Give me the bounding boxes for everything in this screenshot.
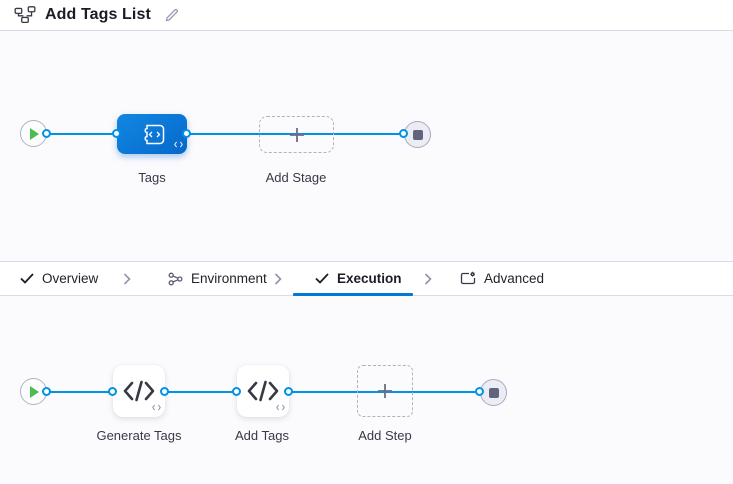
tab-execution[interactable]: Execution (315, 262, 402, 295)
connector-dot (160, 387, 169, 396)
chevron-right-icon (424, 262, 432, 295)
code-icon (123, 380, 155, 402)
add-step-label: Add Step (358, 428, 412, 443)
script-code-badge-icon (276, 399, 285, 415)
stage-connector-line (47, 133, 404, 135)
connector-dot (42, 387, 51, 396)
advanced-icon (460, 271, 476, 285)
execution-end-node (480, 379, 507, 406)
check-icon (20, 273, 34, 284)
chevron-right-icon (274, 262, 282, 295)
connector-dot (112, 129, 121, 138)
connector-dot (108, 387, 117, 396)
script-code-badge-icon (174, 136, 183, 152)
tab-environment[interactable]: Environment (168, 262, 267, 295)
environment-icon (168, 272, 183, 285)
connector-dot (42, 129, 51, 138)
play-icon (29, 385, 39, 398)
pipeline-icon (14, 6, 36, 24)
play-icon (29, 127, 39, 140)
stop-icon (488, 387, 499, 398)
stage-config-tabbar: Overview Environment Execution Advanced (0, 261, 733, 296)
check-icon (315, 273, 329, 284)
stage-canvas[interactable]: Tags Add Stage (0, 31, 733, 261)
connector-dot (182, 129, 191, 138)
code-icon (247, 380, 279, 402)
plus-icon (289, 127, 304, 142)
stop-icon (412, 129, 423, 140)
edit-pencil-icon[interactable] (164, 7, 180, 23)
active-tab-underline (293, 293, 413, 296)
custom-stage-ticket-icon (143, 124, 164, 144)
connector-dot (284, 387, 293, 396)
step-label: Generate Tags (96, 428, 182, 443)
add-step-button[interactable] (357, 365, 413, 417)
page-title: Add Tags List (45, 6, 151, 23)
stage-node-tags[interactable] (117, 114, 187, 154)
script-code-badge-icon (152, 399, 161, 415)
connector-dot (475, 387, 484, 396)
chevron-right-icon (123, 262, 131, 295)
add-stage-label: Add Stage (265, 170, 327, 185)
connector-dot (232, 387, 241, 396)
pipeline-header: Add Tags List (0, 0, 733, 31)
step-label: Add Tags (235, 428, 289, 443)
connector-dot (399, 129, 408, 138)
stage-end-node (404, 121, 431, 148)
tab-advanced[interactable]: Advanced (460, 262, 544, 295)
add-stage-button[interactable] (259, 116, 334, 153)
plus-icon (378, 384, 392, 398)
step-node-generate-tags[interactable] (113, 365, 165, 417)
step-node-add-tags[interactable] (237, 365, 289, 417)
execution-canvas[interactable]: Generate Tags Add Tags Add Step (0, 296, 733, 484)
tab-overview[interactable]: Overview (20, 262, 98, 295)
stage-label: Tags (138, 170, 166, 185)
